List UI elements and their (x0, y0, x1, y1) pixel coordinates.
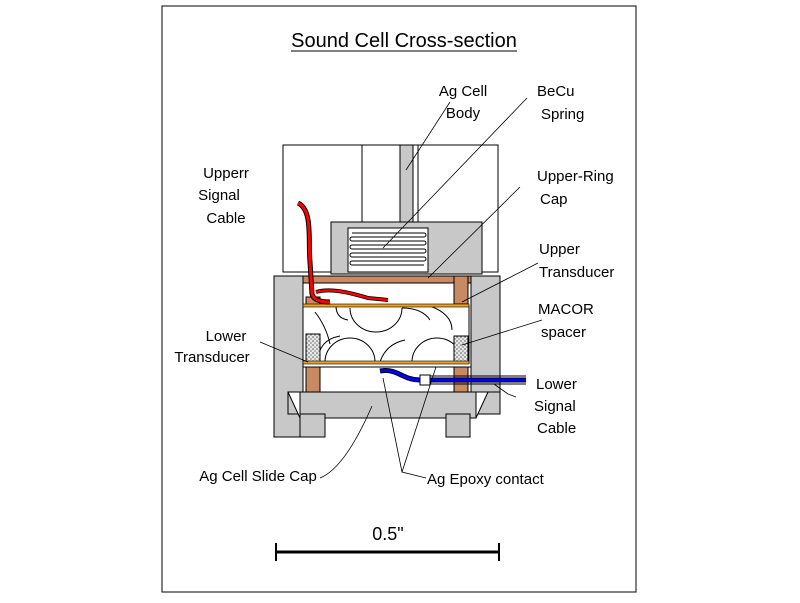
svg-text:Ag Cell: Ag Cell (439, 83, 487, 100)
ag-cell-walls (273, 275, 501, 438)
svg-text:Signal: Signal (198, 187, 240, 204)
svg-text:spacer: spacer (541, 324, 586, 341)
diagram-title: Sound Cell Cross-section (291, 30, 517, 52)
svg-text:Body: Body (446, 105, 481, 122)
lower-transducer (302, 360, 470, 365)
svg-text:Transducer: Transducer (174, 349, 249, 366)
svg-text:Upperr: Upperr (203, 165, 249, 182)
svg-text:Transducer: Transducer (539, 264, 614, 281)
label-ag-cell-slide-cap: Ag Cell Slide Cap (199, 468, 317, 485)
svg-text:BeCu: BeCu (537, 83, 575, 100)
svg-text:Lower: Lower (206, 328, 247, 345)
page-frame (161, 5, 637, 593)
svg-text:Spring: Spring (541, 106, 584, 123)
cell-chamber (302, 305, 470, 364)
scale-bar-label: 0.5" (372, 524, 403, 544)
lower-signal-cable (379, 368, 526, 386)
upper-transducer (302, 303, 470, 308)
macor-spacers (305, 333, 469, 363)
lower-ring (302, 366, 472, 393)
becu-spring (349, 232, 427, 266)
svg-text:Lower: Lower (536, 376, 577, 393)
svg-text:Cap: Cap (540, 191, 568, 208)
label-ag-cell-body: Ag Cell Body (439, 83, 487, 122)
label-lower-signal-cable: Lower Signal Cable (534, 376, 577, 437)
svg-text:Upper: Upper (539, 241, 580, 258)
ag-cell-slide-cap (287, 391, 501, 438)
upper-signal-cable (296, 200, 389, 305)
label-becu-spring: BeCu Spring (537, 83, 584, 123)
label-macor-spacer: MACOR spacer (538, 301, 594, 341)
label-lower-transducer: Lower Transducer (174, 328, 249, 366)
svg-text:Signal: Signal (534, 398, 576, 415)
label-ag-epoxy-contact: Ag Epoxy contact (427, 471, 545, 488)
ag-cell-body (282, 144, 499, 275)
svg-text:Cable: Cable (206, 210, 245, 227)
label-upper-ring-cap: Upper-Ring Cap (537, 168, 614, 208)
scale-bar: 0.5" (275, 524, 500, 561)
svg-text:Cable: Cable (537, 420, 576, 437)
label-upper-transducer: Upper Transducer (539, 241, 614, 281)
label-upper-signal-cable: Upperr Signal Cable (198, 165, 249, 227)
svg-text:MACOR: MACOR (538, 301, 594, 318)
leader-lines (259, 97, 543, 479)
svg-text:Upper-Ring: Upper-Ring (537, 168, 614, 185)
